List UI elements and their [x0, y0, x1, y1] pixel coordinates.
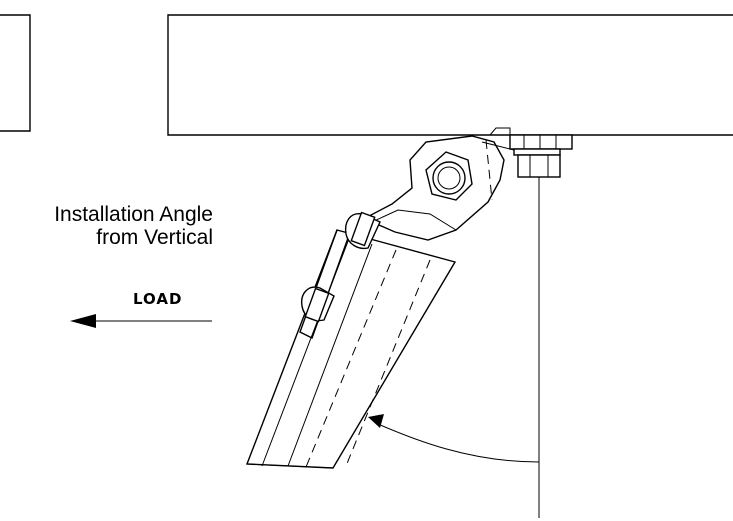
angle-arc-arrow	[368, 414, 540, 463]
installation-angle-label-line2: from Vertical	[96, 226, 213, 249]
beam-bolt-nut	[509, 134, 573, 178]
installation-angle-label: Installation Angle from Vertical	[54, 203, 213, 249]
load-label: LOAD	[133, 290, 183, 308]
overhead-beam	[167, 14, 733, 136]
installation-angle-label-line1: Installation Angle	[54, 203, 213, 226]
left-structure-edge	[0, 14, 31, 132]
upper-fastener	[344, 211, 381, 250]
lower-fastener	[301, 286, 335, 323]
load-arrow	[70, 314, 212, 328]
clevis-pin-nut	[425, 151, 473, 201]
angled-strut	[245, 229, 457, 469]
